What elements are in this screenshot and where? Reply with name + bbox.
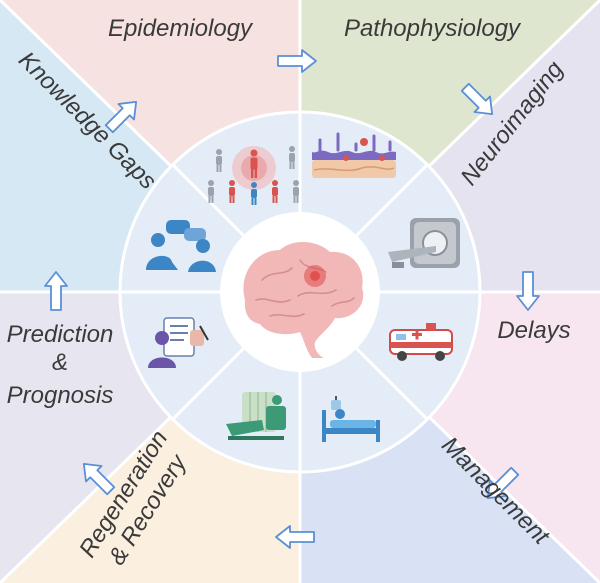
flow-arrows [44,49,540,549]
conversation-icon [146,220,216,272]
label-prognosis: Prognosis [7,382,114,409]
label-pathophysiology: Pathophysiology [344,15,522,42]
people-network-icon [208,146,299,205]
ambulance-icon [389,323,453,361]
arrow-up-right-upper [104,100,138,134]
arrow-down-right-upper [460,82,494,116]
doctor-report-icon [148,317,209,368]
rehab-chair-icon [226,392,286,440]
brain-icon [243,241,364,358]
arrow-up-left [44,271,68,311]
label-ampersand: & [52,349,68,376]
hospital-bed-icon [322,396,380,442]
mri-scanner-icon [388,218,460,268]
label-delays: Delays [497,317,570,344]
arrow-left-bottom [275,525,315,549]
arrow-down-left-lower [486,466,520,500]
arrow-down-right [516,271,540,311]
arrow-right-top [277,49,317,73]
arrow-up-left-lower [82,462,116,496]
tissue-icon [312,132,396,178]
label-prediction: Prediction [7,321,114,348]
label-epidemiology: Epidemiology [108,15,254,42]
